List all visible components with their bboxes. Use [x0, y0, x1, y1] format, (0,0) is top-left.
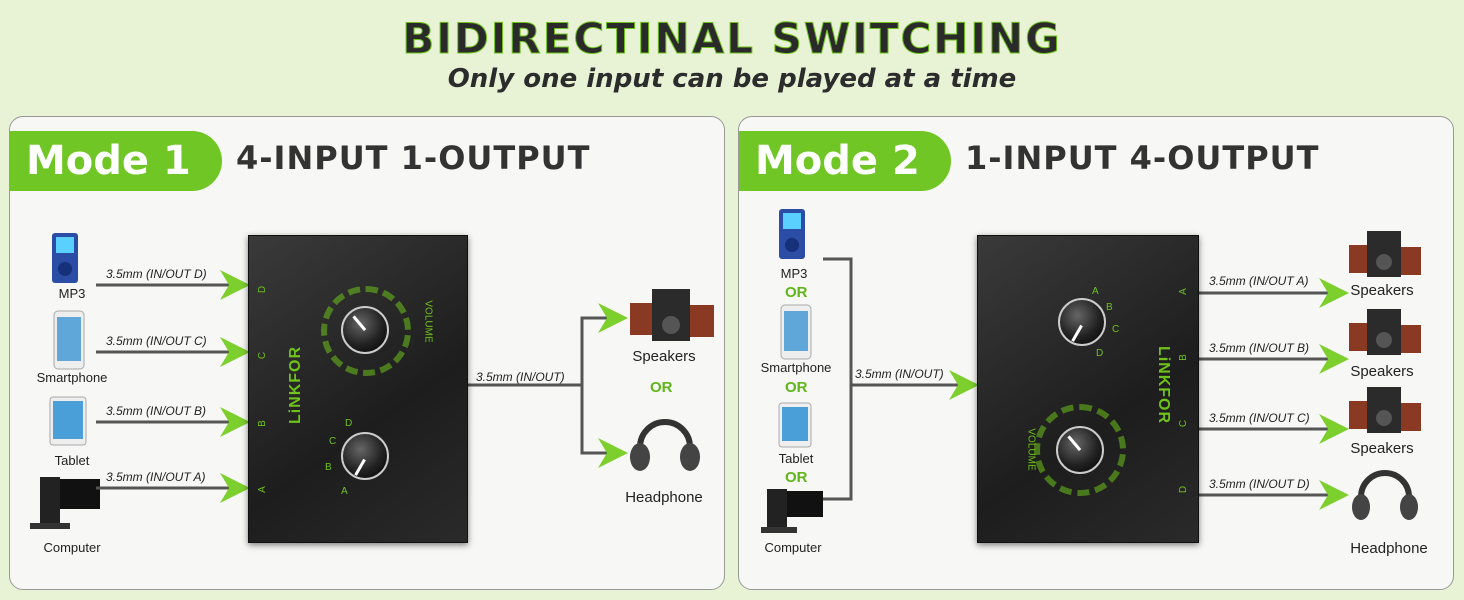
headphone-icon	[1352, 470, 1418, 520]
knob-letter-d: D	[345, 418, 353, 429]
output-label-headphone: Headphone	[625, 489, 703, 506]
speakers-icon	[1349, 387, 1421, 433]
device-label-tablet: Tablet	[54, 453, 90, 468]
tablet-icon	[778, 402, 812, 448]
device-label-mp3: MP3	[58, 286, 86, 301]
output-label-speakers: Speakers	[632, 348, 696, 365]
device-label-mp3: MP3	[780, 266, 808, 281]
port-label-c: C	[257, 351, 269, 360]
volume-knob[interactable]	[1056, 426, 1104, 474]
brand-logo: LiNKFOR	[287, 345, 305, 425]
mode1-badge: Mode 1	[10, 131, 222, 191]
port-label-d: D	[257, 285, 269, 294]
mode2-badge: Mode 2	[739, 131, 951, 191]
port-label-b: B	[256, 420, 268, 427]
mp3-player-icon	[779, 209, 805, 259]
knob-letter-a: A	[341, 486, 348, 497]
mode1-panel: Mode 1 4-INPUT 1-OUTPUT	[9, 116, 725, 590]
output-cable-label: 3.5mm (IN/OUT)	[476, 370, 565, 384]
device-label-computer: Computer	[764, 540, 822, 555]
device-label-smartphone: Smartphone	[36, 370, 108, 385]
output-label-headphone: Headphone	[1350, 540, 1428, 557]
cable-label-c: 3.5mm (IN/OUT C)	[106, 334, 207, 348]
brand-logo: LiNKFOR	[1155, 345, 1173, 425]
mode2-diagram-graphics	[761, 209, 1421, 533]
mp3-player-icon	[52, 233, 78, 283]
mode1-description: 4-INPUT 1-OUTPUT	[236, 139, 591, 177]
device-label-smartphone: Smartphone	[760, 360, 832, 375]
knob-letter-b: B	[1106, 302, 1113, 313]
or-label: OR	[785, 379, 808, 396]
output-label-speakers: Speakers	[1350, 282, 1414, 299]
port-label-a: A	[256, 486, 268, 493]
device-label-computer: Computer	[43, 540, 101, 555]
device-label-tablet: Tablet	[778, 451, 814, 466]
port-label-c: C	[1178, 419, 1190, 428]
switch-box: LiNKFOR D C B A VOLUME A B C D	[248, 235, 468, 543]
tablet-icon	[49, 396, 87, 446]
volume-label: VOLUME	[422, 300, 434, 343]
port-label-a: A	[1177, 288, 1189, 295]
speakers-icon	[630, 289, 714, 341]
cable-label-b: 3.5mm (IN/OUT B)	[106, 404, 207, 418]
computer-icon	[761, 489, 823, 533]
input-cable-label: 3.5mm (IN/OUT)	[855, 367, 944, 381]
knob-letter-c: C	[1112, 324, 1120, 335]
header-subtitle: Only one input can be played at a time	[447, 64, 1017, 94]
selector-knob[interactable]	[341, 432, 389, 480]
computer-icon	[30, 477, 100, 529]
cable-label-d: 3.5mm (IN/OUT D)	[106, 267, 207, 281]
port-label-b: B	[1177, 354, 1189, 361]
knob-letter-c: C	[329, 436, 337, 447]
knob-letter-a: A	[1092, 286, 1099, 297]
volume-ring	[1034, 404, 1126, 496]
speakers-icon	[1349, 309, 1421, 355]
knob-letter-b: B	[325, 462, 332, 473]
mode2-description: 1-INPUT 4-OUTPUT	[965, 139, 1320, 177]
or-label: OR	[785, 469, 808, 486]
or-label: OR	[650, 379, 673, 396]
cable-label-b: 3.5mm (IN/OUT B)	[1209, 341, 1310, 355]
switch-box: LiNKFOR A B C D A B C D VOLUME	[977, 235, 1199, 543]
or-label: OR	[785, 284, 808, 301]
mode1-diagram-graphics	[30, 233, 714, 529]
volume-label: VOLUME	[1025, 428, 1037, 471]
volume-ring	[321, 286, 411, 376]
output-label-speakers: Speakers	[1350, 440, 1414, 457]
knob-letter-d: D	[1096, 348, 1104, 359]
port-label-d: D	[1178, 485, 1190, 494]
cable-label-a: 3.5mm (IN/OUT A)	[106, 470, 206, 484]
output-label-speakers: Speakers	[1350, 363, 1414, 380]
mode2-panel: Mode 2 1-INPUT 4-OUTPUT	[738, 116, 1454, 590]
volume-knob[interactable]	[341, 306, 389, 354]
header-title: BIDIRECTINAL SWITCHING	[402, 14, 1062, 64]
selector-knob[interactable]	[1058, 298, 1106, 346]
headphone-icon	[630, 419, 700, 471]
smartphone-icon	[53, 310, 85, 370]
cable-label-a: 3.5mm (IN/OUT A)	[1209, 274, 1309, 288]
speakers-icon	[1349, 231, 1421, 277]
smartphone-icon	[780, 304, 812, 360]
cable-label-c: 3.5mm (IN/OUT C)	[1209, 411, 1310, 425]
cable-label-d: 3.5mm (IN/OUT D)	[1209, 477, 1310, 491]
